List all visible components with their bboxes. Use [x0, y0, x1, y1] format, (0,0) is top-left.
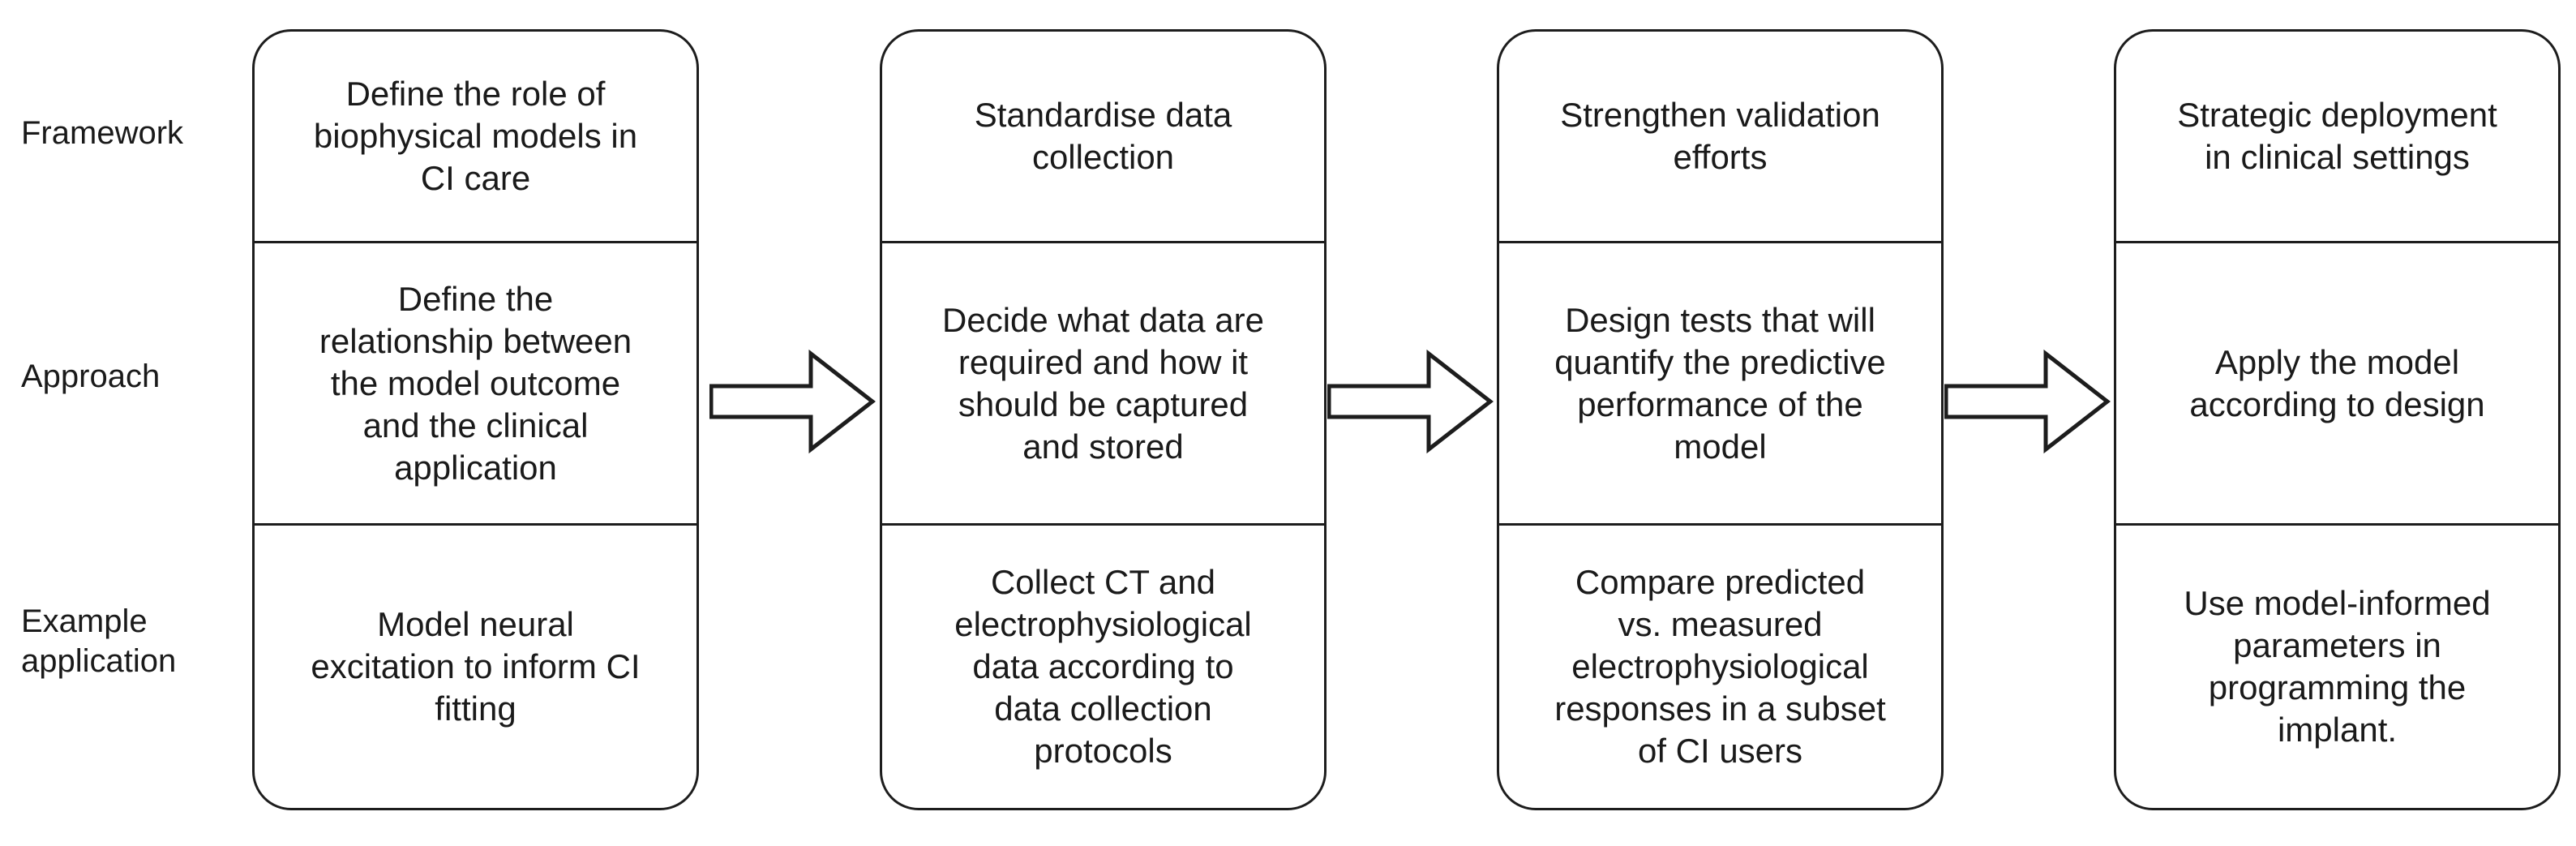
stage-card-1[interactable]: Define the role of biophysical models in…: [252, 29, 699, 810]
stage-3-approach-text: Design tests that will quantify the pred…: [1554, 300, 1886, 466]
block-arrow-right-icon: [1944, 349, 2111, 454]
stage-4-example-cell: Use model-informed parameters in program…: [2116, 523, 2558, 808]
stage-3-approach-cell: Design tests that will quantify the pred…: [1499, 241, 1941, 523]
block-arrow-right-icon: [1327, 349, 1494, 454]
connector-2-to-3: [1327, 349, 1494, 454]
stage-4-framework-text: Strategic deployment in clinical setting…: [2177, 96, 2497, 177]
stage-3-framework-cell: Strengthen validation efforts: [1499, 32, 1941, 241]
block-arrow-right-icon: [709, 349, 876, 454]
stage-2-example-cell: Collect CT and electrophysiological data…: [882, 523, 1324, 808]
stage-4-framework-cell: Strategic deployment in clinical setting…: [2116, 32, 2558, 241]
stage-4-example-text: Use model-informed parameters in program…: [2184, 584, 2491, 749]
stage-1-example-text: Model neural excitation to inform CI fit…: [311, 605, 641, 728]
stage-3-example-text: Compare predicted vs. measured electroph…: [1554, 563, 1886, 771]
stage-2-approach-text: Decide what data are required and how it…: [942, 300, 1264, 466]
stage-1-approach-text: Define the relationship between the mode…: [319, 279, 632, 487]
stage-1-framework-cell: Define the role of biophysical models in…: [255, 32, 697, 241]
stage-4-approach-cell: Apply the model according to design: [2116, 241, 2558, 523]
stage-2-framework-text: Standardise data collection: [974, 96, 1232, 177]
stage-2-approach-cell: Decide what data are required and how it…: [882, 241, 1324, 523]
stage-3-framework-text: Strengthen validation efforts: [1560, 96, 1880, 177]
row-label-example-application: Example application: [21, 603, 177, 679]
stage-3-example-cell: Compare predicted vs. measured electroph…: [1499, 523, 1941, 808]
stage-4-approach-text: Apply the model according to design: [2189, 342, 2485, 423]
stage-1-approach-cell: Define the relationship between the mode…: [255, 241, 697, 523]
row-label-approach: Approach: [21, 359, 161, 394]
stage-1-example-cell: Model neural excitation to inform CI fit…: [255, 523, 697, 808]
row-label-framework: Framework: [21, 115, 184, 151]
stage-card-4[interactable]: Strategic deployment in clinical setting…: [2114, 29, 2561, 810]
stage-1-framework-text: Define the role of biophysical models in…: [313, 75, 638, 198]
stage-2-example-text: Collect CT and electrophysiological data…: [954, 563, 1252, 771]
stage-card-3[interactable]: Strengthen validation efforts Design tes…: [1497, 29, 1944, 810]
connector-3-to-4: [1944, 349, 2111, 454]
stage-2-framework-cell: Standardise data collection: [882, 32, 1324, 241]
connector-1-to-2: [709, 349, 876, 454]
row-label-column: Framework Approach Example application: [21, 0, 246, 846]
stage-card-2[interactable]: Standardise data collection Decide what …: [880, 29, 1327, 810]
